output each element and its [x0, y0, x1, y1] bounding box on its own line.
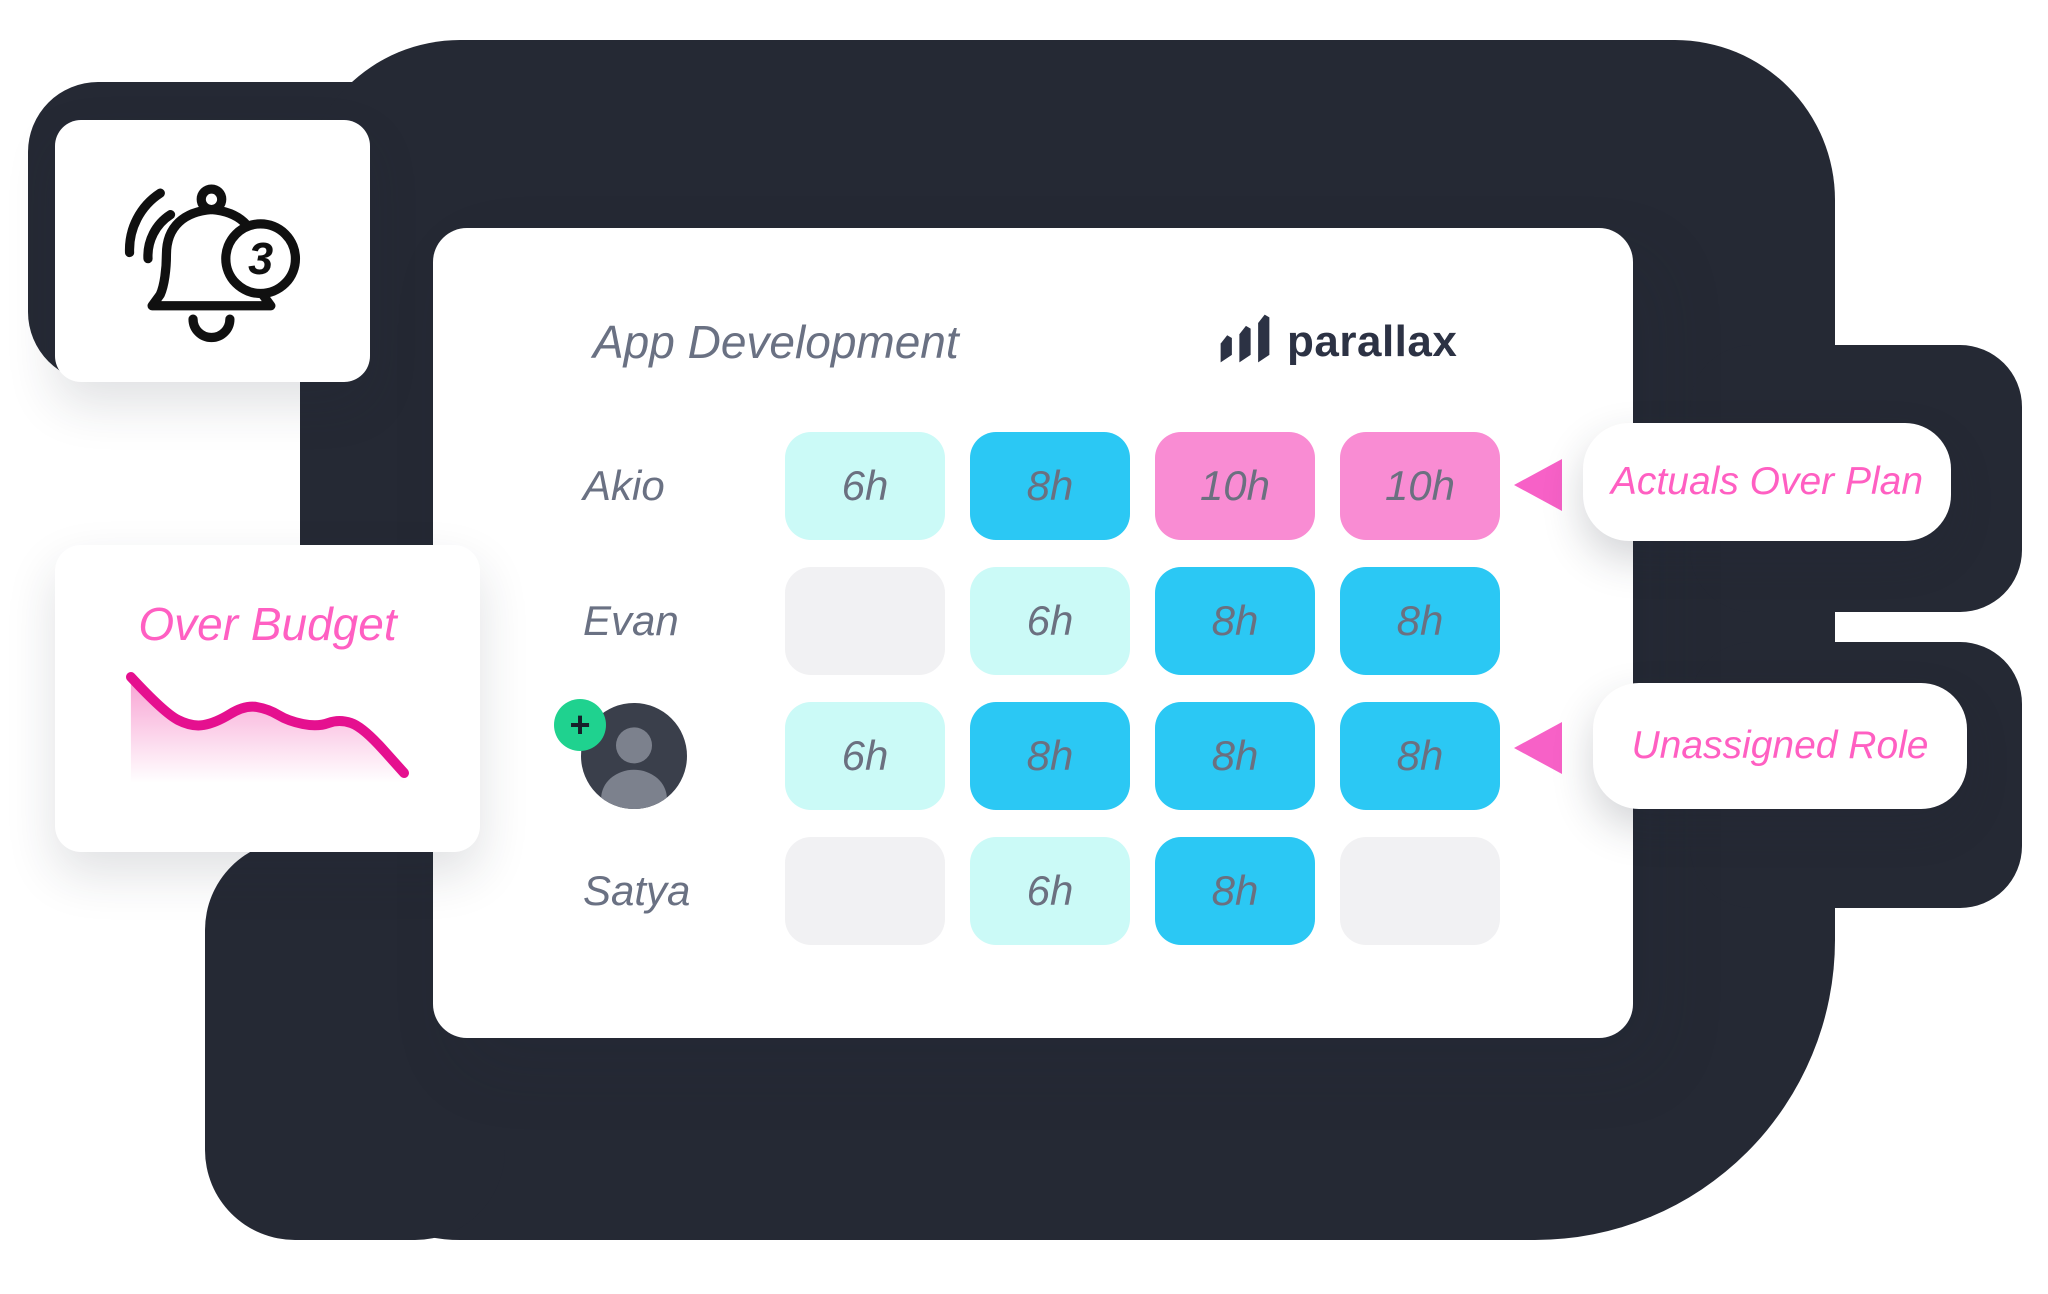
hours-cell[interactable]: 10h: [1340, 432, 1500, 540]
schedule-row: 6h 8h 10h 10h: [785, 432, 1500, 540]
row-name-akio: Akio: [583, 462, 665, 509]
hours-cell[interactable]: 8h: [1340, 567, 1500, 675]
hours-cell[interactable]: 8h: [1340, 702, 1500, 810]
hours-cell[interactable]: 8h: [1155, 702, 1315, 810]
hours-cell[interactable]: 10h: [1155, 432, 1315, 540]
notification-badge: 3: [248, 233, 273, 284]
budget-card: Over Budget: [55, 545, 480, 852]
schedule-row: 6h 8h: [785, 837, 1500, 945]
avatar[interactable]: [581, 703, 687, 809]
parallax-logo: parallax: [1215, 308, 1457, 368]
callout-actuals-over-plan: Actuals Over Plan: [1583, 423, 1951, 541]
budget-sparkline: [125, 672, 410, 783]
callout-label: Unassigned Role: [1631, 724, 1929, 767]
notification-card: 3: [55, 120, 370, 382]
hours-cell[interactable]: 6h: [785, 702, 945, 810]
logo-wordmark: parallax: [1287, 317, 1458, 366]
row-name-satya: Satya: [583, 867, 691, 914]
hours-cell[interactable]: 6h: [970, 567, 1130, 675]
row-name-evan: Evan: [583, 597, 679, 644]
hours-cell[interactable]: 6h: [785, 432, 945, 540]
hours-cell[interactable]: 8h: [1155, 837, 1315, 945]
budget-title: Over Budget: [138, 598, 397, 650]
bell-icon: 3: [124, 184, 301, 343]
hours-cell[interactable]: 8h: [970, 702, 1130, 810]
hours-cell[interactable]: 8h: [970, 432, 1130, 540]
hours-cell[interactable]: 8h: [1155, 567, 1315, 675]
callout-unassigned-role: Unassigned Role: [1593, 683, 1967, 809]
hours-cell[interactable]: 6h: [970, 837, 1130, 945]
callout-label: Actuals Over Plan: [1610, 460, 1924, 503]
hours-cell[interactable]: [1340, 837, 1500, 945]
logo-mark-icon: [1220, 314, 1270, 363]
project-title: App Development: [593, 316, 959, 368]
schedule-card: App Development parallax Akio Evan Satya…: [433, 228, 1633, 1038]
schedule-row: 6h 8h 8h 8h: [785, 702, 1500, 810]
hours-cell[interactable]: [785, 567, 945, 675]
schedule-row: 6h 8h 8h: [785, 567, 1500, 675]
hours-cell[interactable]: [785, 837, 945, 945]
add-member-button[interactable]: +: [554, 699, 606, 751]
